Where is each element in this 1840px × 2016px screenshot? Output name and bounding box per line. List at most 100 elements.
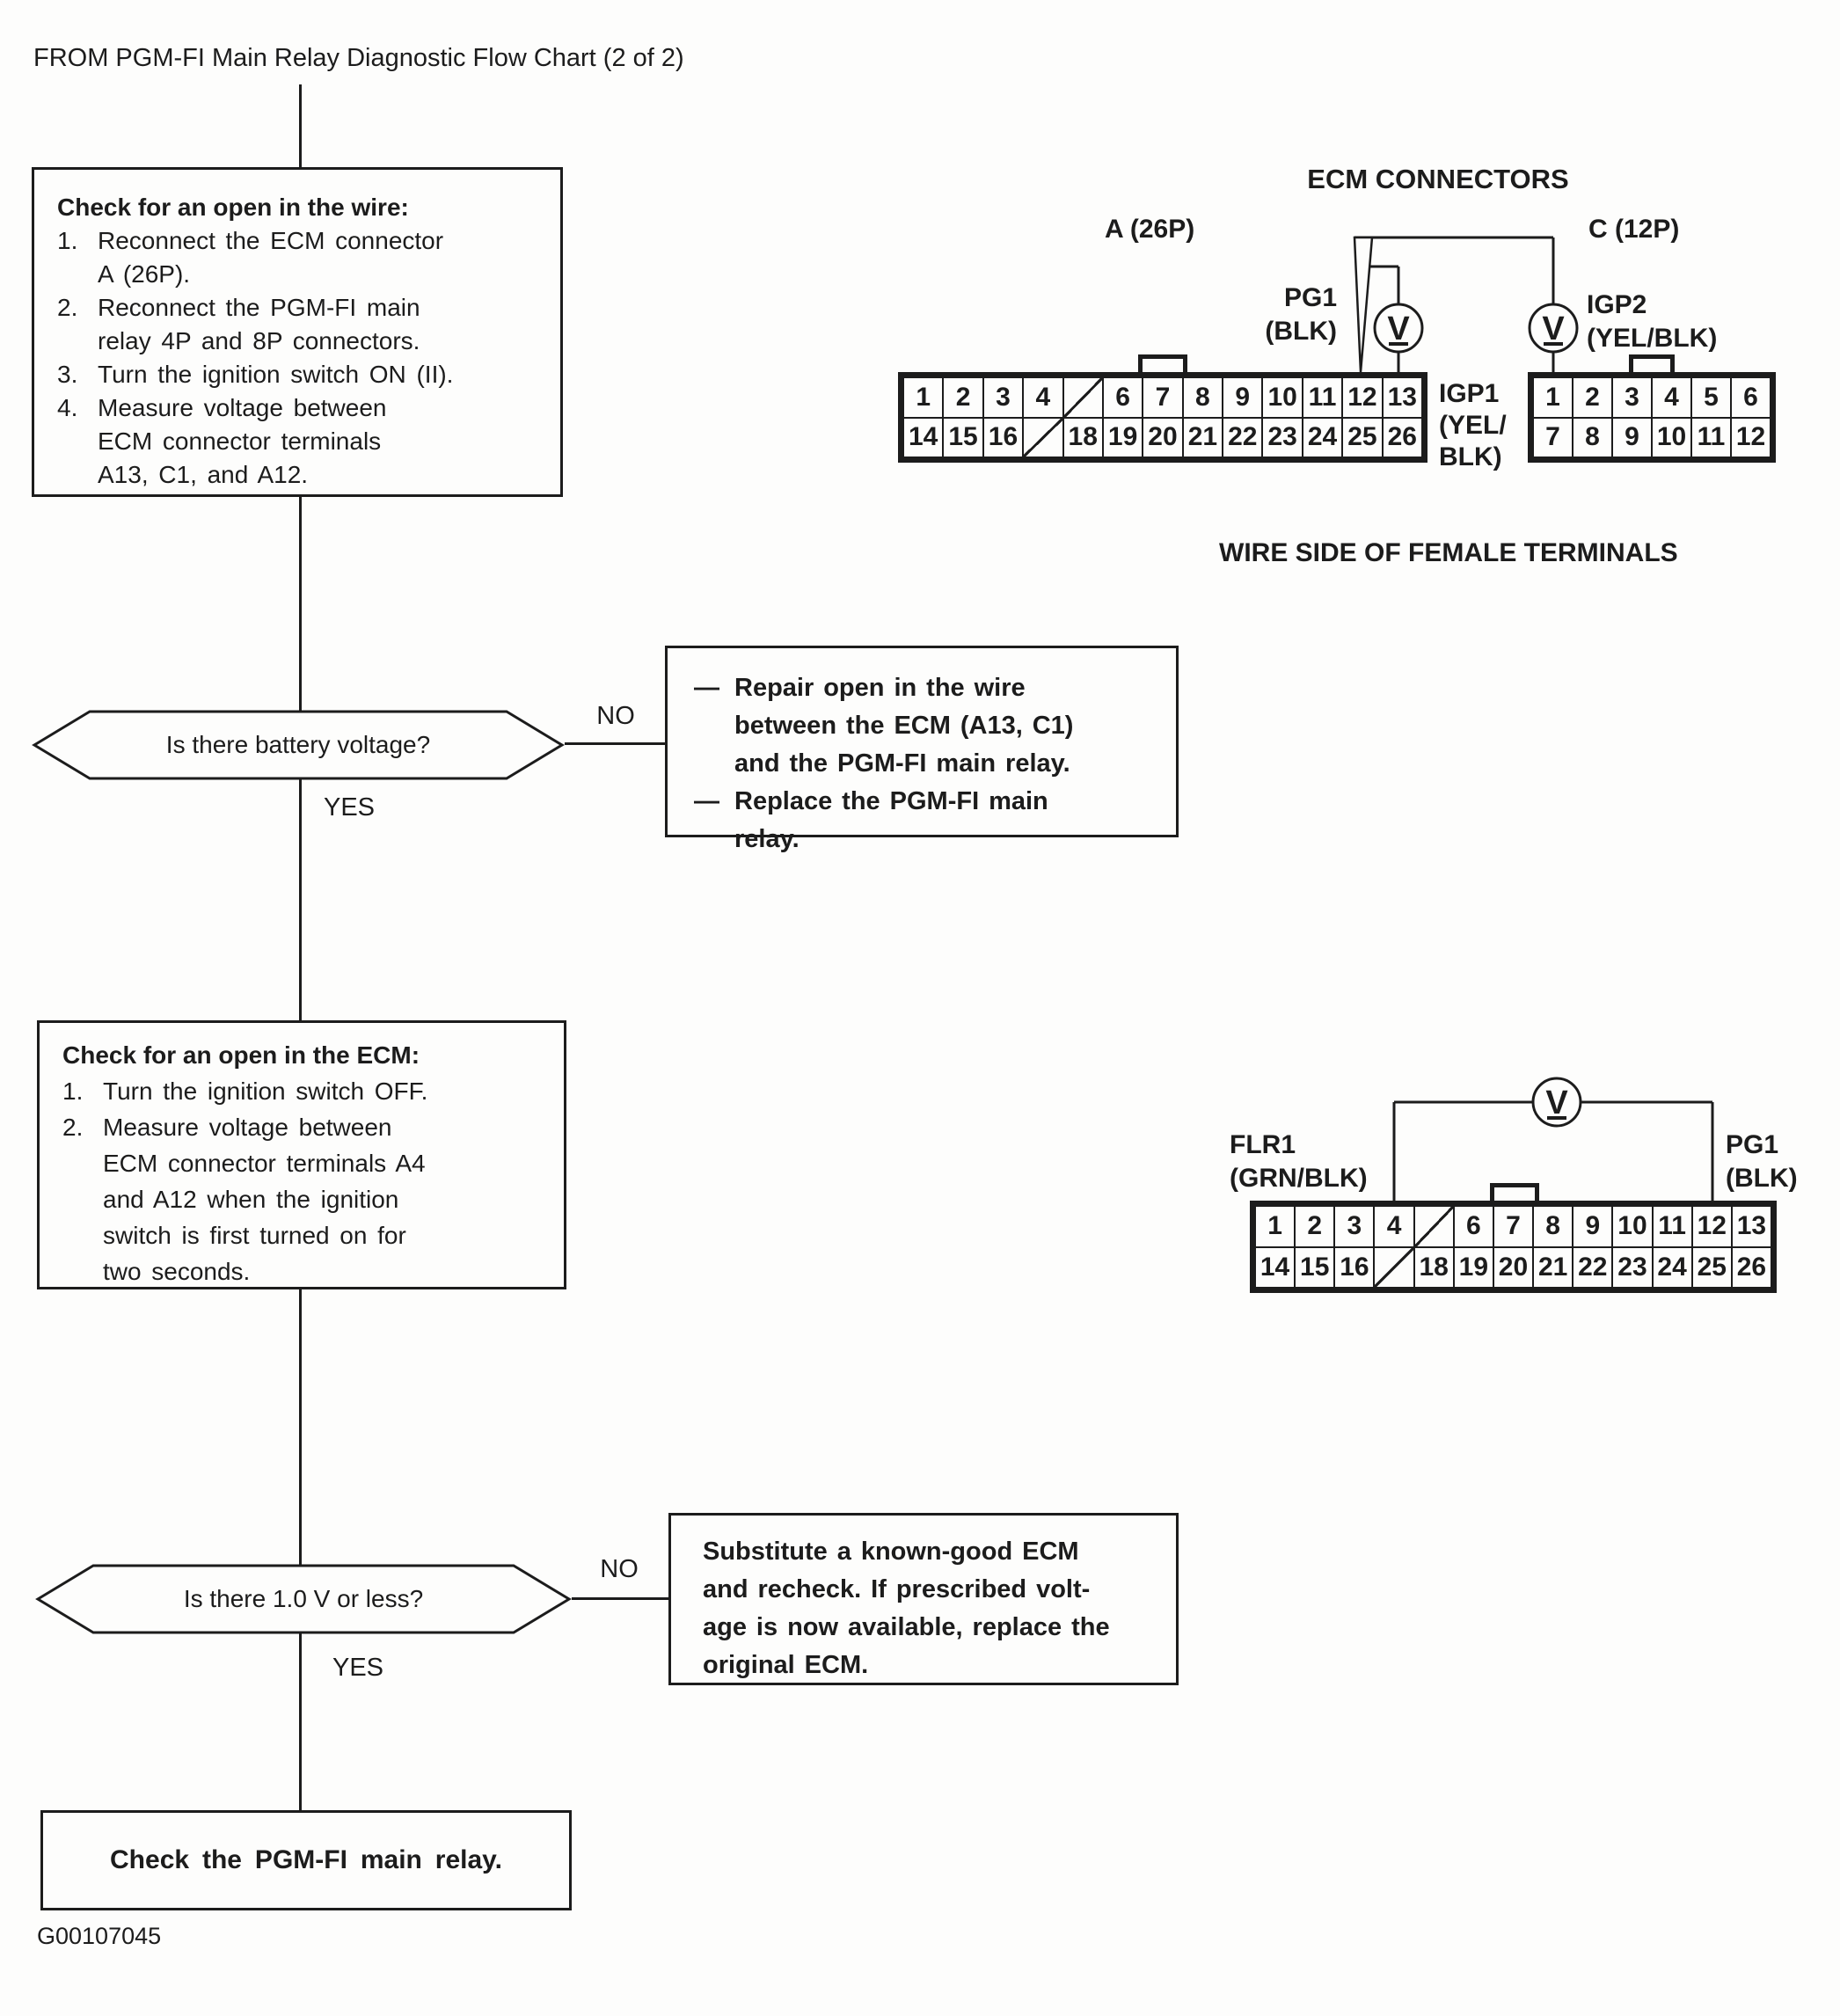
process-box-steps: 1. Turn the ignition switch OFF. 2. Meas… bbox=[62, 1073, 548, 1289]
terminal-label-flr1: FLR1 (GRN/BLK) bbox=[1230, 1130, 1368, 1193]
pin-cell: 20 bbox=[1493, 1246, 1534, 1288]
final-box-check-main-relay: Check the PGM-FI main relay. bbox=[40, 1810, 572, 1910]
pin-cell: 26 bbox=[1731, 1246, 1771, 1288]
pin-cell: 16 bbox=[982, 417, 1024, 457]
no-branch-line-2 bbox=[572, 1597, 668, 1600]
connector-c-label: C (12P) bbox=[1588, 215, 1680, 244]
pin-cell: 18 bbox=[1062, 417, 1103, 457]
svg-text:V: V bbox=[1542, 310, 1565, 347]
figure-code: G00107045 bbox=[37, 1923, 162, 1949]
pin-cell: 8 bbox=[1182, 377, 1223, 418]
step-item: 1. Reconnect the ECM connector A (26P). bbox=[57, 224, 544, 291]
flow-line-decision2-to-final bbox=[299, 1633, 302, 1810]
result-text: Substitute a known-good ECM and recheck.… bbox=[703, 1538, 1110, 1679]
pin-cell: 19 bbox=[1453, 1246, 1493, 1288]
result-item: — Replace the PGM-FI main relay. bbox=[694, 783, 1158, 858]
pin-cell: 23 bbox=[1262, 417, 1303, 457]
pin-cell: 20 bbox=[1143, 417, 1183, 457]
flow-line-box1-to-decision1 bbox=[299, 497, 302, 712]
step-text: Reconnect the ECM connector A (26P). bbox=[98, 227, 444, 288]
step-number: 1. bbox=[57, 227, 78, 254]
pin-cell: 9 bbox=[1612, 417, 1652, 457]
pin-cell: 3 bbox=[982, 377, 1024, 418]
step-item: 4. Measure voltage between ECM connector… bbox=[57, 391, 544, 492]
voltmeter-icon: V bbox=[1373, 303, 1424, 354]
step-number: 2. bbox=[57, 294, 78, 321]
pin-cell: 12 bbox=[1731, 417, 1771, 457]
pin-cell: 10 bbox=[1612, 1206, 1653, 1247]
step-text: Turn the ignition switch OFF. bbox=[103, 1077, 428, 1105]
pin-cell: 3 bbox=[1612, 377, 1652, 418]
connector-keying-tab bbox=[1629, 354, 1675, 372]
terminal-label-pg1: PG1 (BLK) bbox=[1265, 283, 1337, 346]
pin-cell: 14 bbox=[1255, 1246, 1296, 1288]
pin-cell: 15 bbox=[943, 417, 983, 457]
step-item: 1. Turn the ignition switch OFF. bbox=[62, 1073, 548, 1109]
pin-cell: 12 bbox=[1342, 377, 1383, 418]
step-item: 2. Measure voltage between ECM connector… bbox=[62, 1109, 548, 1289]
no-branch-line-1 bbox=[565, 742, 665, 745]
pin-cell: 24 bbox=[1652, 1246, 1692, 1288]
pin-cell: 1 bbox=[1533, 377, 1573, 418]
pin-cell: 4 bbox=[1023, 377, 1063, 418]
connector-keying-tab bbox=[1138, 354, 1187, 372]
pin-cell: 19 bbox=[1102, 417, 1143, 457]
flow-line-decision1-to-box2 bbox=[299, 779, 302, 1020]
flow-line-box2-to-decision2 bbox=[299, 1289, 302, 1566]
step-item: 2. Reconnect the PGM-FI main relay 4P an… bbox=[57, 291, 544, 358]
voltmeter-icon: V bbox=[1528, 303, 1579, 354]
pin-cell: 4 bbox=[1652, 377, 1691, 418]
process-box-heading: Check for an open in the wire: bbox=[57, 194, 409, 221]
test-probe-icon bbox=[1353, 236, 1374, 373]
decision-hexagon-shape bbox=[35, 1564, 572, 1634]
pin-cell: 21 bbox=[1182, 417, 1223, 457]
step-text: Reconnect the PGM-FI main relay 4P and 8… bbox=[98, 294, 420, 354]
svg-text:V: V bbox=[1545, 1085, 1568, 1121]
pin-cell: 7 bbox=[1493, 1206, 1534, 1247]
process-box-check-wire: Check for an open in the wire: 1. Reconn… bbox=[32, 167, 563, 497]
pin-cell: 23 bbox=[1612, 1246, 1653, 1288]
pin-cell: 1 bbox=[903, 377, 944, 418]
decision-battery-voltage: Is there battery voltage? bbox=[32, 709, 565, 781]
pin-cell: 10 bbox=[1652, 417, 1691, 457]
flr1-pg1-measurement-wiring: V bbox=[1392, 1077, 1714, 1203]
pin-cell: 21 bbox=[1533, 1246, 1573, 1288]
yes-branch-label-1: YES bbox=[324, 793, 376, 822]
step-number: 2. bbox=[62, 1114, 84, 1141]
result-item-text: Replace the PGM-FI main relay. bbox=[734, 787, 1048, 853]
step-text: Turn the ignition switch ON (II). bbox=[98, 361, 454, 388]
pin-cell bbox=[1023, 417, 1063, 457]
terminal-label-igp2: IGP2 (YEL/BLK) bbox=[1587, 290, 1718, 353]
pin-cell: 16 bbox=[1334, 1246, 1375, 1288]
voltmeter-icon: V bbox=[1531, 1077, 1582, 1128]
pin-cell bbox=[1062, 377, 1103, 418]
step-number: 3. bbox=[57, 361, 78, 388]
pin-cell: 10 bbox=[1262, 377, 1303, 418]
pin-cell: 14 bbox=[903, 417, 944, 457]
pin-cell bbox=[1413, 1206, 1454, 1247]
svg-text:V: V bbox=[1387, 310, 1410, 347]
pin-cell: 13 bbox=[1731, 1206, 1771, 1247]
pin-cell: 24 bbox=[1302, 417, 1343, 457]
decision-hexagon-shape bbox=[32, 710, 565, 780]
pin-cell: 8 bbox=[1533, 1206, 1573, 1247]
result-box-substitute-ecm: Substitute a known-good ECM and recheck.… bbox=[668, 1513, 1179, 1685]
result-item: — Repair open in the wire between the EC… bbox=[694, 669, 1158, 783]
pin-cell: 13 bbox=[1382, 377, 1422, 418]
pin-cell: 7 bbox=[1143, 377, 1183, 418]
dash-bullet: — bbox=[694, 787, 719, 815]
pin-cell: 11 bbox=[1691, 417, 1731, 457]
pin-cell: 18 bbox=[1413, 1246, 1454, 1288]
terminal-label-igp1: IGP1 (YEL/ BLK) bbox=[1439, 379, 1507, 471]
step-number: 4. bbox=[57, 394, 78, 421]
result-item-text: Repair open in the wire between the ECM … bbox=[734, 674, 1074, 778]
process-box-heading: Check for an open in the ECM: bbox=[62, 1041, 420, 1069]
pin-cell: 26 bbox=[1382, 417, 1422, 457]
pin-cell: 7 bbox=[1533, 417, 1573, 457]
pin-cell bbox=[1374, 1246, 1414, 1288]
pin-cell: 15 bbox=[1295, 1246, 1335, 1288]
